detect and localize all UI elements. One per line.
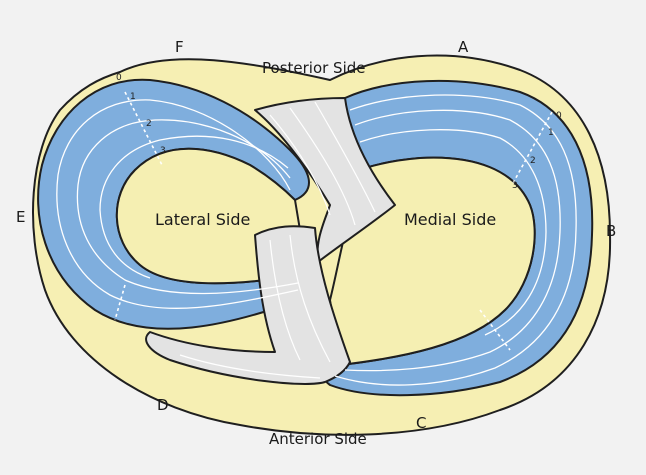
- medial-fiber-line: [344, 109, 561, 372]
- lateral-zone-1: 1: [130, 92, 136, 102]
- medial-anterior-dashed-line: [479, 309, 511, 351]
- medial-zone-dashed-line: [511, 111, 553, 186]
- ligament-streak: [289, 107, 356, 226]
- lateral-anterior-dashed-line: [114, 284, 126, 321]
- lateral-fiber-line: [76, 119, 299, 295]
- point-c-label: C: [416, 414, 426, 432]
- point-d-label: D: [157, 396, 169, 414]
- point-f-label: F: [175, 38, 184, 56]
- point-b-label: B: [606, 222, 616, 240]
- ligament-streak: [289, 234, 331, 363]
- medial-zone-0: 0: [556, 111, 562, 121]
- lateral-plateau: [115, 147, 301, 285]
- lateral-side-label: Lateral Side: [155, 210, 250, 229]
- anterior-side-label: Anterior Side: [269, 430, 367, 448]
- lateral-zone-dashed-line: [124, 91, 163, 166]
- point-a-label: A: [458, 38, 469, 56]
- medial-zone-1: 1: [548, 128, 554, 138]
- point-e-label: E: [16, 208, 25, 226]
- ligament-streak: [269, 239, 301, 361]
- posterior-side-label: Posterior Side: [262, 59, 366, 77]
- ligament-streak: [269, 114, 331, 216]
- ligament-streak: [314, 101, 376, 213]
- medial-side-label: Medial Side: [404, 210, 496, 229]
- lateral-fiber-line: [56, 99, 299, 310]
- medial-fiber-line: [359, 129, 547, 336]
- medial-fiber-line: [334, 94, 577, 386]
- lateral-fiber-line: [99, 135, 289, 279]
- ligament-streak: [179, 354, 321, 379]
- lateral-zone-3: 3: [160, 146, 166, 156]
- lateral-zone-0: 0: [116, 73, 122, 83]
- anterior-ligament: [145, 225, 351, 385]
- medial-zone-2: 2: [530, 156, 536, 166]
- lateral-zone-2: 2: [146, 119, 152, 129]
- medial-zone-3: 3: [512, 181, 518, 191]
